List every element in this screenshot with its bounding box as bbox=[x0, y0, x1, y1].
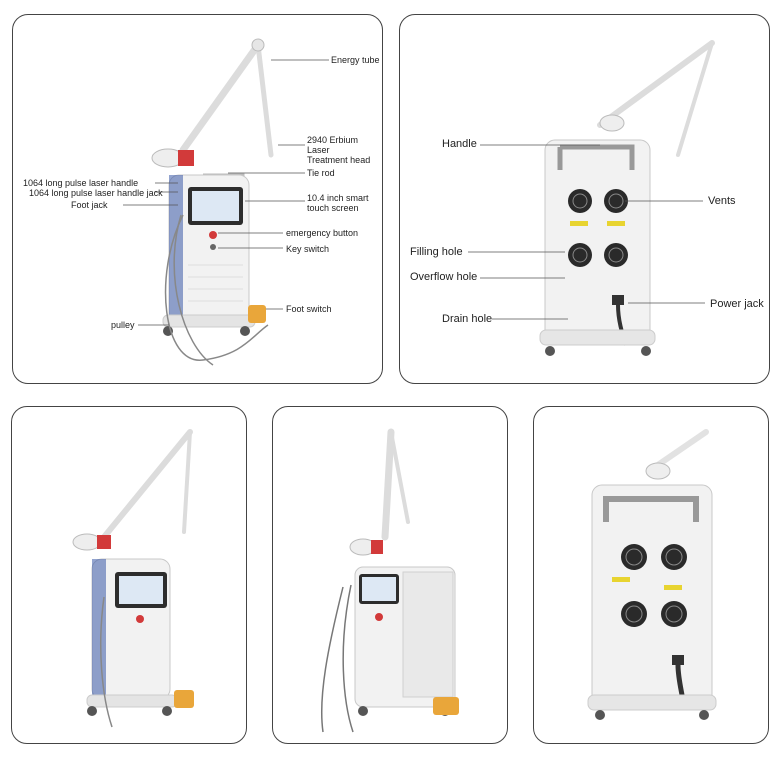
panel-front-labeled: Energy tube 2940 Erbium Laser Treatment … bbox=[12, 14, 383, 384]
label-filling-hole: Filling hole bbox=[410, 246, 463, 258]
label-treatment-head: 2940 Erbium Laser Treatment head bbox=[307, 135, 371, 165]
panel-front-photo bbox=[11, 406, 247, 744]
label-power-jack: Power jack bbox=[710, 298, 764, 310]
label-foot-jack: Foot jack bbox=[71, 200, 108, 210]
label-1064-handle-jack: 1064 long pulse laser handle jack bbox=[29, 188, 163, 198]
label-handle: Handle bbox=[442, 138, 477, 150]
label-1064-handle: 1064 long pulse laser handle bbox=[23, 178, 139, 188]
label-vents: Vents bbox=[708, 195, 736, 207]
machine-front-angle-illustration bbox=[72, 429, 194, 728]
panel-side-photo bbox=[272, 406, 508, 744]
label-pulley: pulley bbox=[111, 320, 135, 330]
machine-back-illustration-2 bbox=[587, 429, 717, 720]
panel-back-photo bbox=[533, 406, 769, 744]
panel-back-labeled: Handle Vents Filling hole Overflow hole … bbox=[399, 14, 770, 384]
label-foot-switch: Foot switch bbox=[286, 304, 332, 314]
label-touch-screen: 10.4 inch smart touch screen bbox=[307, 193, 369, 213]
machine-front-illustration bbox=[123, 38, 329, 366]
machine-side-angle-illustration bbox=[320, 428, 459, 733]
label-overflow-hole: Overflow hole bbox=[410, 271, 478, 283]
label-key-switch: Key switch bbox=[286, 244, 330, 254]
label-tie-rod: Tie rod bbox=[307, 168, 335, 178]
machine-back-illustration bbox=[468, 40, 715, 356]
label-emergency-button: emergency button bbox=[286, 228, 359, 238]
label-drain-hole: Drain hole bbox=[442, 313, 493, 325]
label-energy-tube: Energy tube bbox=[331, 55, 380, 65]
